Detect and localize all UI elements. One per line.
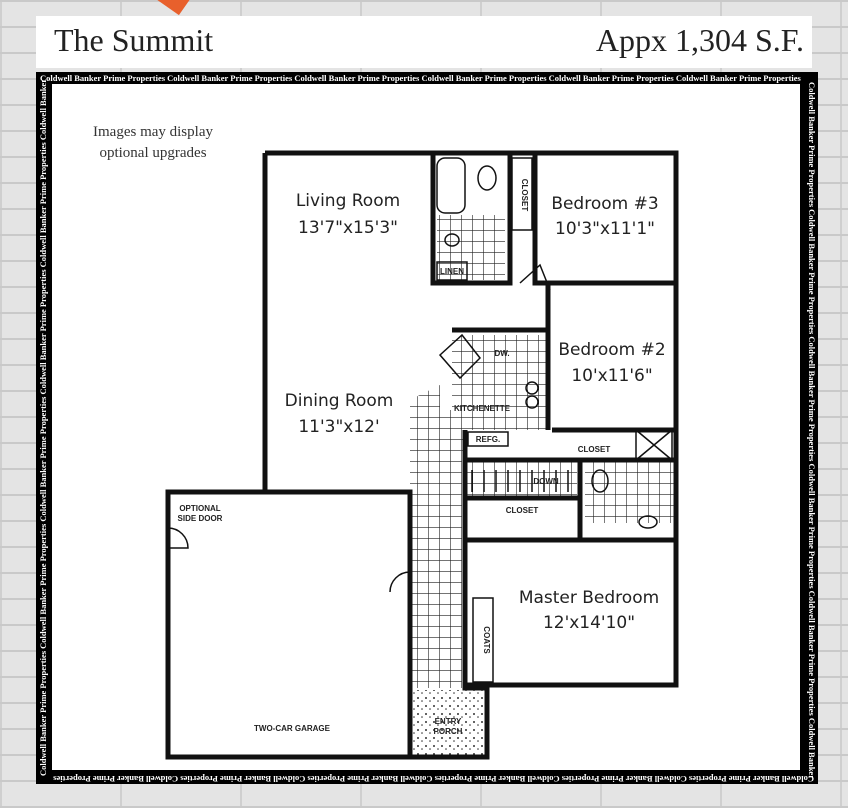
optional-door-label: OPTIONAL xyxy=(179,504,220,513)
title-bar: The Summit Appx 1,304 S.F. xyxy=(36,16,812,68)
dining-room-size: 11'3"x12' xyxy=(298,417,379,437)
note-line-1: Images may display xyxy=(93,124,213,140)
dining-room-name: Dining Room xyxy=(285,391,394,411)
living-room-name: Living Room xyxy=(296,191,400,211)
note-line-2: optional upgrades xyxy=(99,145,207,161)
plan-area: Appx 1,304 S.F. xyxy=(595,22,804,58)
closet-label-hall: CLOSET xyxy=(506,506,539,515)
refrigerator-label: REFG. xyxy=(476,435,500,444)
closet-label-bath: CLOSET xyxy=(520,179,529,212)
master-bedroom-name: Master Bedroom xyxy=(519,588,659,608)
dishwasher-label: DW. xyxy=(494,349,509,358)
bedroom2-name: Bedroom #2 xyxy=(558,340,665,360)
porch-label: PORCH xyxy=(434,727,463,736)
bedroom2-size: 10'x11'6" xyxy=(571,366,652,386)
plan-title: The Summit xyxy=(54,22,214,58)
garage-label: TWO-CAR GARAGE xyxy=(254,724,331,733)
bedroom3-size: 10'3"x11'1" xyxy=(555,219,655,239)
watermark-right: Coldwell Banker Prime Properties Coldwel… xyxy=(807,82,817,778)
entry-label: ENTRY xyxy=(435,717,462,726)
living-room-size: 13'7"x15'3" xyxy=(298,218,398,238)
walls xyxy=(165,150,679,760)
stairs-down-label: DOWN xyxy=(533,477,559,486)
master-bedroom-size: 12'x14'10" xyxy=(543,613,635,633)
kitchenette-label: KITCHENETTE xyxy=(454,404,511,413)
fixtures xyxy=(167,157,673,683)
watermark-top: Coldwell Banker Prime Properties Coldwel… xyxy=(40,73,801,83)
bedroom3-name: Bedroom #3 xyxy=(551,194,658,214)
coats-label: COATS xyxy=(482,626,491,654)
side-door-label: SIDE DOOR xyxy=(178,514,223,523)
closet-label-bed2: CLOSET xyxy=(578,445,611,454)
linen-label: LINEN xyxy=(440,267,464,276)
upgrade-note: Images may display optional upgrades xyxy=(78,122,228,164)
